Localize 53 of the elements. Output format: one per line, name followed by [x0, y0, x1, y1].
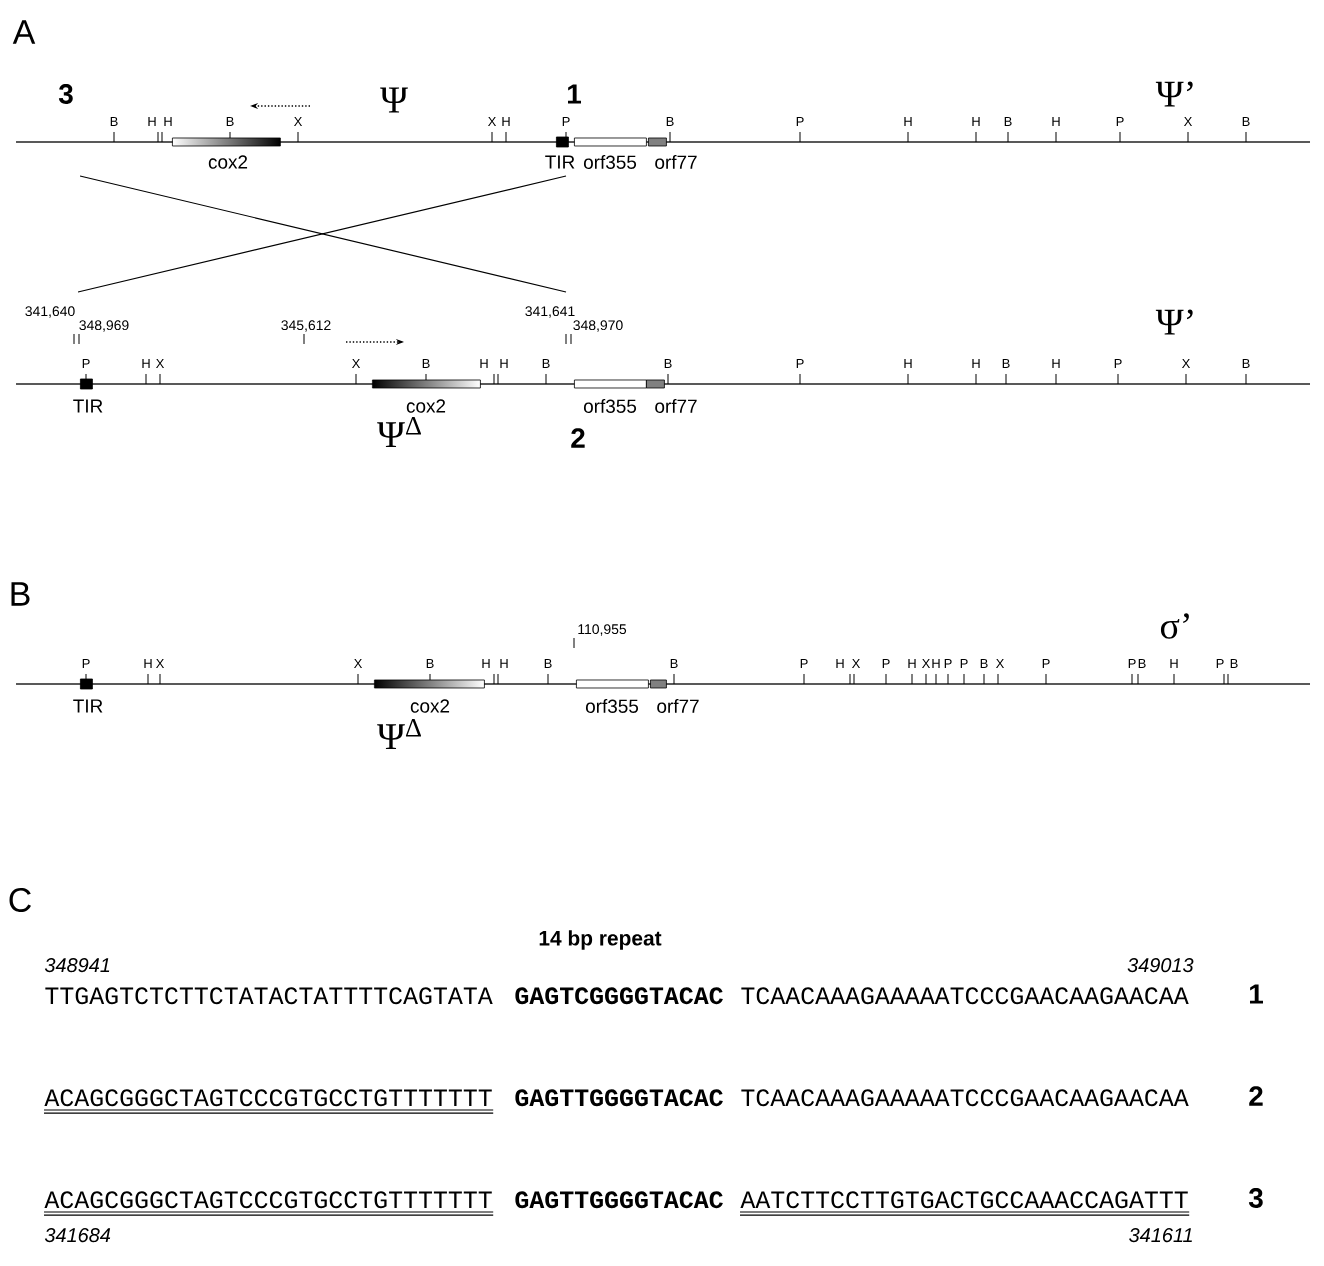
gene-box: orf355 [576, 679, 649, 713]
callout-number: 2 [571, 428, 585, 448]
repeat-sequence: GAGTCGGGGTACAC [515, 987, 723, 1005]
element-symbol: Ψ$^{Δ}$ [377, 417, 421, 447]
sequence-text: ACAGCGGGCTAGTCCCGTGCCTGTTTTTTT [43, 1089, 494, 1114]
sequence-text: AATCTTCCTTGTGACTGCCAAACCAGATTT [739, 1191, 1190, 1216]
panel-letter: C [9, 888, 31, 912]
gene-box: orf77 [650, 679, 699, 713]
gene-box: cox2 [374, 679, 485, 713]
gene-box: orf355 [574, 379, 647, 413]
node-label: cox2 [208, 155, 248, 169]
gene-box: orf77 [648, 137, 697, 169]
position-label: 348941 [44, 958, 110, 973]
callout-number: 3 [58, 84, 73, 104]
position-label: 341684 [44, 1228, 111, 1243]
position-label: 341611 [1129, 1228, 1192, 1243]
element-symbol: Ψ$^{Δ}$ [377, 719, 421, 749]
callout-number: 2 [1249, 1086, 1263, 1106]
gene-box: TIR [73, 678, 103, 713]
callout-number: 1 [1250, 984, 1263, 1004]
callout-number: 3 [1248, 1188, 1263, 1208]
panel-letter: B [11, 582, 30, 606]
node-label: TIR [73, 399, 103, 413]
element-symbol: Ψ [380, 87, 408, 113]
node-label: TIR [545, 155, 575, 169]
node-label: TIR [73, 699, 103, 713]
element-symbol: Ψ’ [1155, 309, 1193, 335]
element-symbol: σ’ [1160, 613, 1189, 639]
element-symbol: Ψ’ [1155, 81, 1193, 107]
node-label: orf355 [583, 399, 637, 413]
gene-box: cox2 [372, 379, 481, 413]
repeat-sequence: GAGTTGGGGTACAC [515, 1089, 723, 1107]
node-label: orf355 [585, 699, 639, 713]
repeat-sequence: GAGTTGGGGTACAC [515, 1191, 723, 1209]
sequence-text: TCAACAAAGAAAAATCCCGAACAAGAACAA [741, 987, 1189, 1005]
position-label: 349013 [1127, 958, 1194, 973]
sequence-text: TCAACAAAGAAAAATCCCGAACAAGAACAA [741, 1089, 1189, 1107]
gene-box: cox2 [172, 137, 281, 169]
gene-box: TIR [545, 136, 575, 169]
repeat-heading: 14 bp repeat [539, 930, 662, 950]
sequence-text: ACAGCGGGCTAGTCCCGTGCCTGTTTTTTT [43, 1191, 494, 1216]
node-label: cox2 [410, 699, 450, 713]
callout-number: 1 [568, 84, 581, 104]
node-label: cox2 [406, 399, 446, 413]
gene-box: orf77 [646, 379, 697, 413]
node-label: orf77 [655, 399, 697, 413]
panel-letter: A [12, 20, 36, 44]
sequence-text: TTGAGTCTCTTCTATACTATTTTCAGTATA [45, 987, 493, 1005]
gene-box: orf355 [574, 137, 647, 169]
node-label: orf355 [583, 155, 637, 169]
node-label: orf77 [655, 155, 697, 169]
gene-box: TIR [73, 378, 103, 413]
node-label: orf77 [657, 699, 699, 713]
